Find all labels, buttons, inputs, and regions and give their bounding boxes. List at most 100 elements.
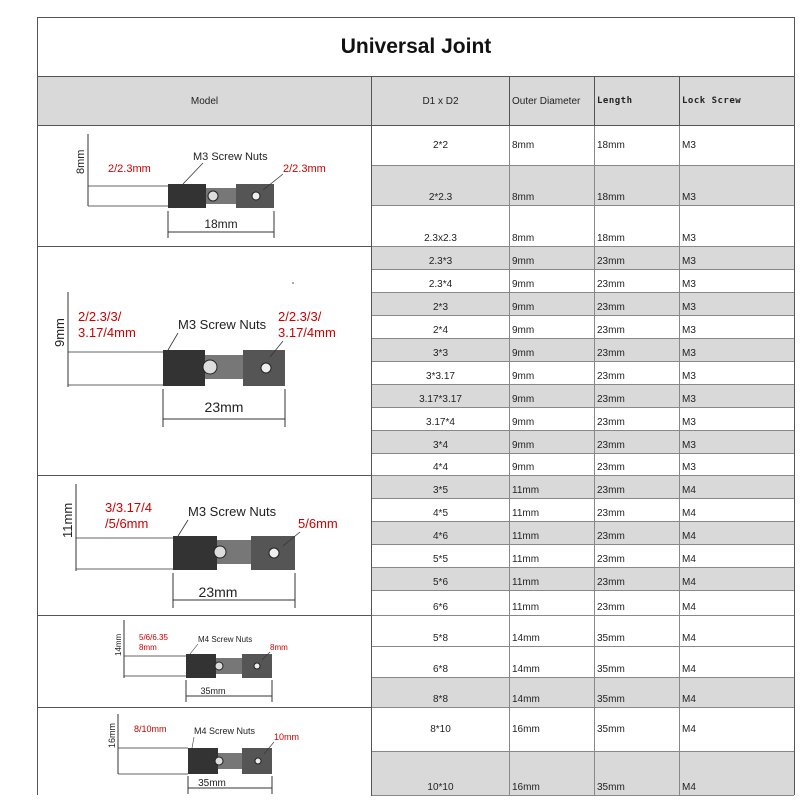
lock-screw-cell: M3: [682, 325, 696, 336]
joint-body-icon: [173, 536, 217, 570]
lock-screw-cell: M4: [682, 724, 696, 735]
length-cell: 23mm: [595, 499, 680, 521]
outer-diameter-cell: 9mm: [510, 316, 595, 338]
lock-screw-cell: M4: [682, 485, 696, 496]
left-bore-label-1: 5/6/6.35: [139, 633, 168, 642]
joint-drawing-1: 8mm 18mm M3 Screw Nuts 2/2.3mm 2/2.3mm: [75, 134, 326, 238]
outer-diameter-cell: 11mm: [510, 545, 595, 567]
length-label: 23mm: [199, 584, 238, 600]
lock-screw-cell: M3: [682, 348, 696, 359]
header-d1d2: D1 x D2: [372, 76, 510, 126]
model-diagram-1: 8mm 18mm M3 Screw Nuts 2/2.3mm 2/2.3mm: [38, 126, 372, 247]
length-cell: 23mm: [595, 431, 680, 453]
joint-drawing-3: 11mm 23mm M3 Screw Nuts 3/3.17/4 /5/6mm …: [60, 484, 338, 608]
outer-diameter-cell: 9mm: [510, 431, 595, 453]
spec-sheet: Universal Joint Model D1 x D2 Outer Diam…: [37, 17, 795, 796]
d1xd2-cell: 3*3.17: [372, 362, 510, 384]
length-cell: 23mm: [595, 408, 680, 430]
d1xd2-cell: 5*5: [372, 545, 510, 567]
left-bore-label-2: 3.17/4mm: [78, 325, 136, 340]
outer-diameter-cell: 11mm: [510, 522, 595, 544]
d1xd2-cell: 4*5: [372, 499, 510, 521]
length-cell: 35mm: [595, 678, 680, 707]
lock-screw-cell: M3: [682, 233, 696, 244]
length-cell: 23mm: [595, 454, 680, 475]
length-cell: 23mm: [595, 316, 680, 338]
outer-diameter-cell: 9mm: [510, 408, 595, 430]
joint-body-icon: [163, 350, 205, 386]
lock-screw-cell: M4: [682, 577, 696, 588]
d1xd2-cell: 6*8: [372, 647, 510, 677]
outer-diameter-cell: 9mm: [510, 385, 595, 407]
header-outer-diameter: Outer Diameter: [510, 76, 595, 126]
length-cell: 35mm: [595, 708, 680, 751]
lock-screw-cell: M3: [682, 256, 696, 267]
length-cell: 18mm: [595, 206, 680, 246]
lock-screw-cell: M4: [682, 633, 696, 644]
lock-screw-cell: M3: [682, 371, 696, 382]
lock-screw-cell: M3: [682, 440, 696, 451]
outer-diameter-cell: 11mm: [510, 568, 595, 590]
d1xd2-cell: 3*5: [372, 476, 510, 498]
length-cell: 23mm: [595, 522, 680, 544]
length-cell: 18mm: [595, 166, 680, 205]
diameter-label: 14mm: [114, 633, 123, 656]
length-cell: 23mm: [595, 545, 680, 567]
lock-screw-cell: M4: [682, 664, 696, 675]
header-model: Model: [38, 76, 372, 126]
d1xd2-cell: 2.3*4: [372, 270, 510, 292]
length-cell: 23mm: [595, 385, 680, 407]
outer-diameter-cell: 14mm: [510, 647, 595, 677]
right-bore-label: 5/6mm: [298, 516, 338, 531]
d1xd2-cell: 5*6: [372, 568, 510, 590]
d1xd2-cell: 2*2.3: [372, 166, 510, 205]
length-cell: 23mm: [595, 476, 680, 498]
d1xd2-cell: 5*8: [372, 616, 510, 646]
diameter-label: 9mm: [52, 318, 67, 347]
length-cell: 35mm: [595, 752, 680, 795]
outer-diameter-cell: 11mm: [510, 591, 595, 615]
outer-diameter-cell: 9mm: [510, 247, 595, 269]
lock-screw-cell: M4: [682, 554, 696, 565]
d1xd2-cell: 10*10: [372, 752, 510, 795]
d1xd2-cell: 2*4: [372, 316, 510, 338]
right-bore-label: 8mm: [270, 643, 288, 652]
lock-screw-cell: M4: [682, 508, 696, 519]
length-cell: 35mm: [595, 647, 680, 677]
lock-screw-cell: M4: [682, 782, 696, 793]
screw-label: M4 Screw Nuts: [194, 726, 256, 736]
header-length: Length: [595, 76, 680, 126]
lock-screw-cell: M3: [682, 279, 696, 290]
lock-screw-cell: M4: [682, 531, 696, 542]
outer-diameter-cell: 11mm: [510, 499, 595, 521]
outer-diameter-cell: 9mm: [510, 293, 595, 315]
d1xd2-cell: 2.3x2.3: [372, 206, 510, 246]
outer-diameter-cell: 8mm: [510, 166, 595, 205]
joint-drawing-5: 16mm 35mm M4 Screw Nuts 8/10mm 10mm: [107, 714, 299, 794]
length-cell: 23mm: [595, 362, 680, 384]
lock-screw-cell: M3: [682, 140, 696, 151]
lock-screw-cell: M3: [682, 394, 696, 405]
diameter-label: 11mm: [60, 503, 75, 538]
left-bore-label-2: 8mm: [139, 643, 157, 652]
length-label: 35mm: [200, 686, 225, 696]
length-cell: 35mm: [595, 616, 680, 646]
d1xd2-cell: 4*4: [372, 454, 510, 475]
right-bore-label: 2/2.3mm: [283, 163, 326, 175]
lock-screw-cell: M3: [682, 417, 696, 428]
right-bore-label-2: 3.17/4mm: [278, 325, 336, 340]
length-cell: 23mm: [595, 270, 680, 292]
